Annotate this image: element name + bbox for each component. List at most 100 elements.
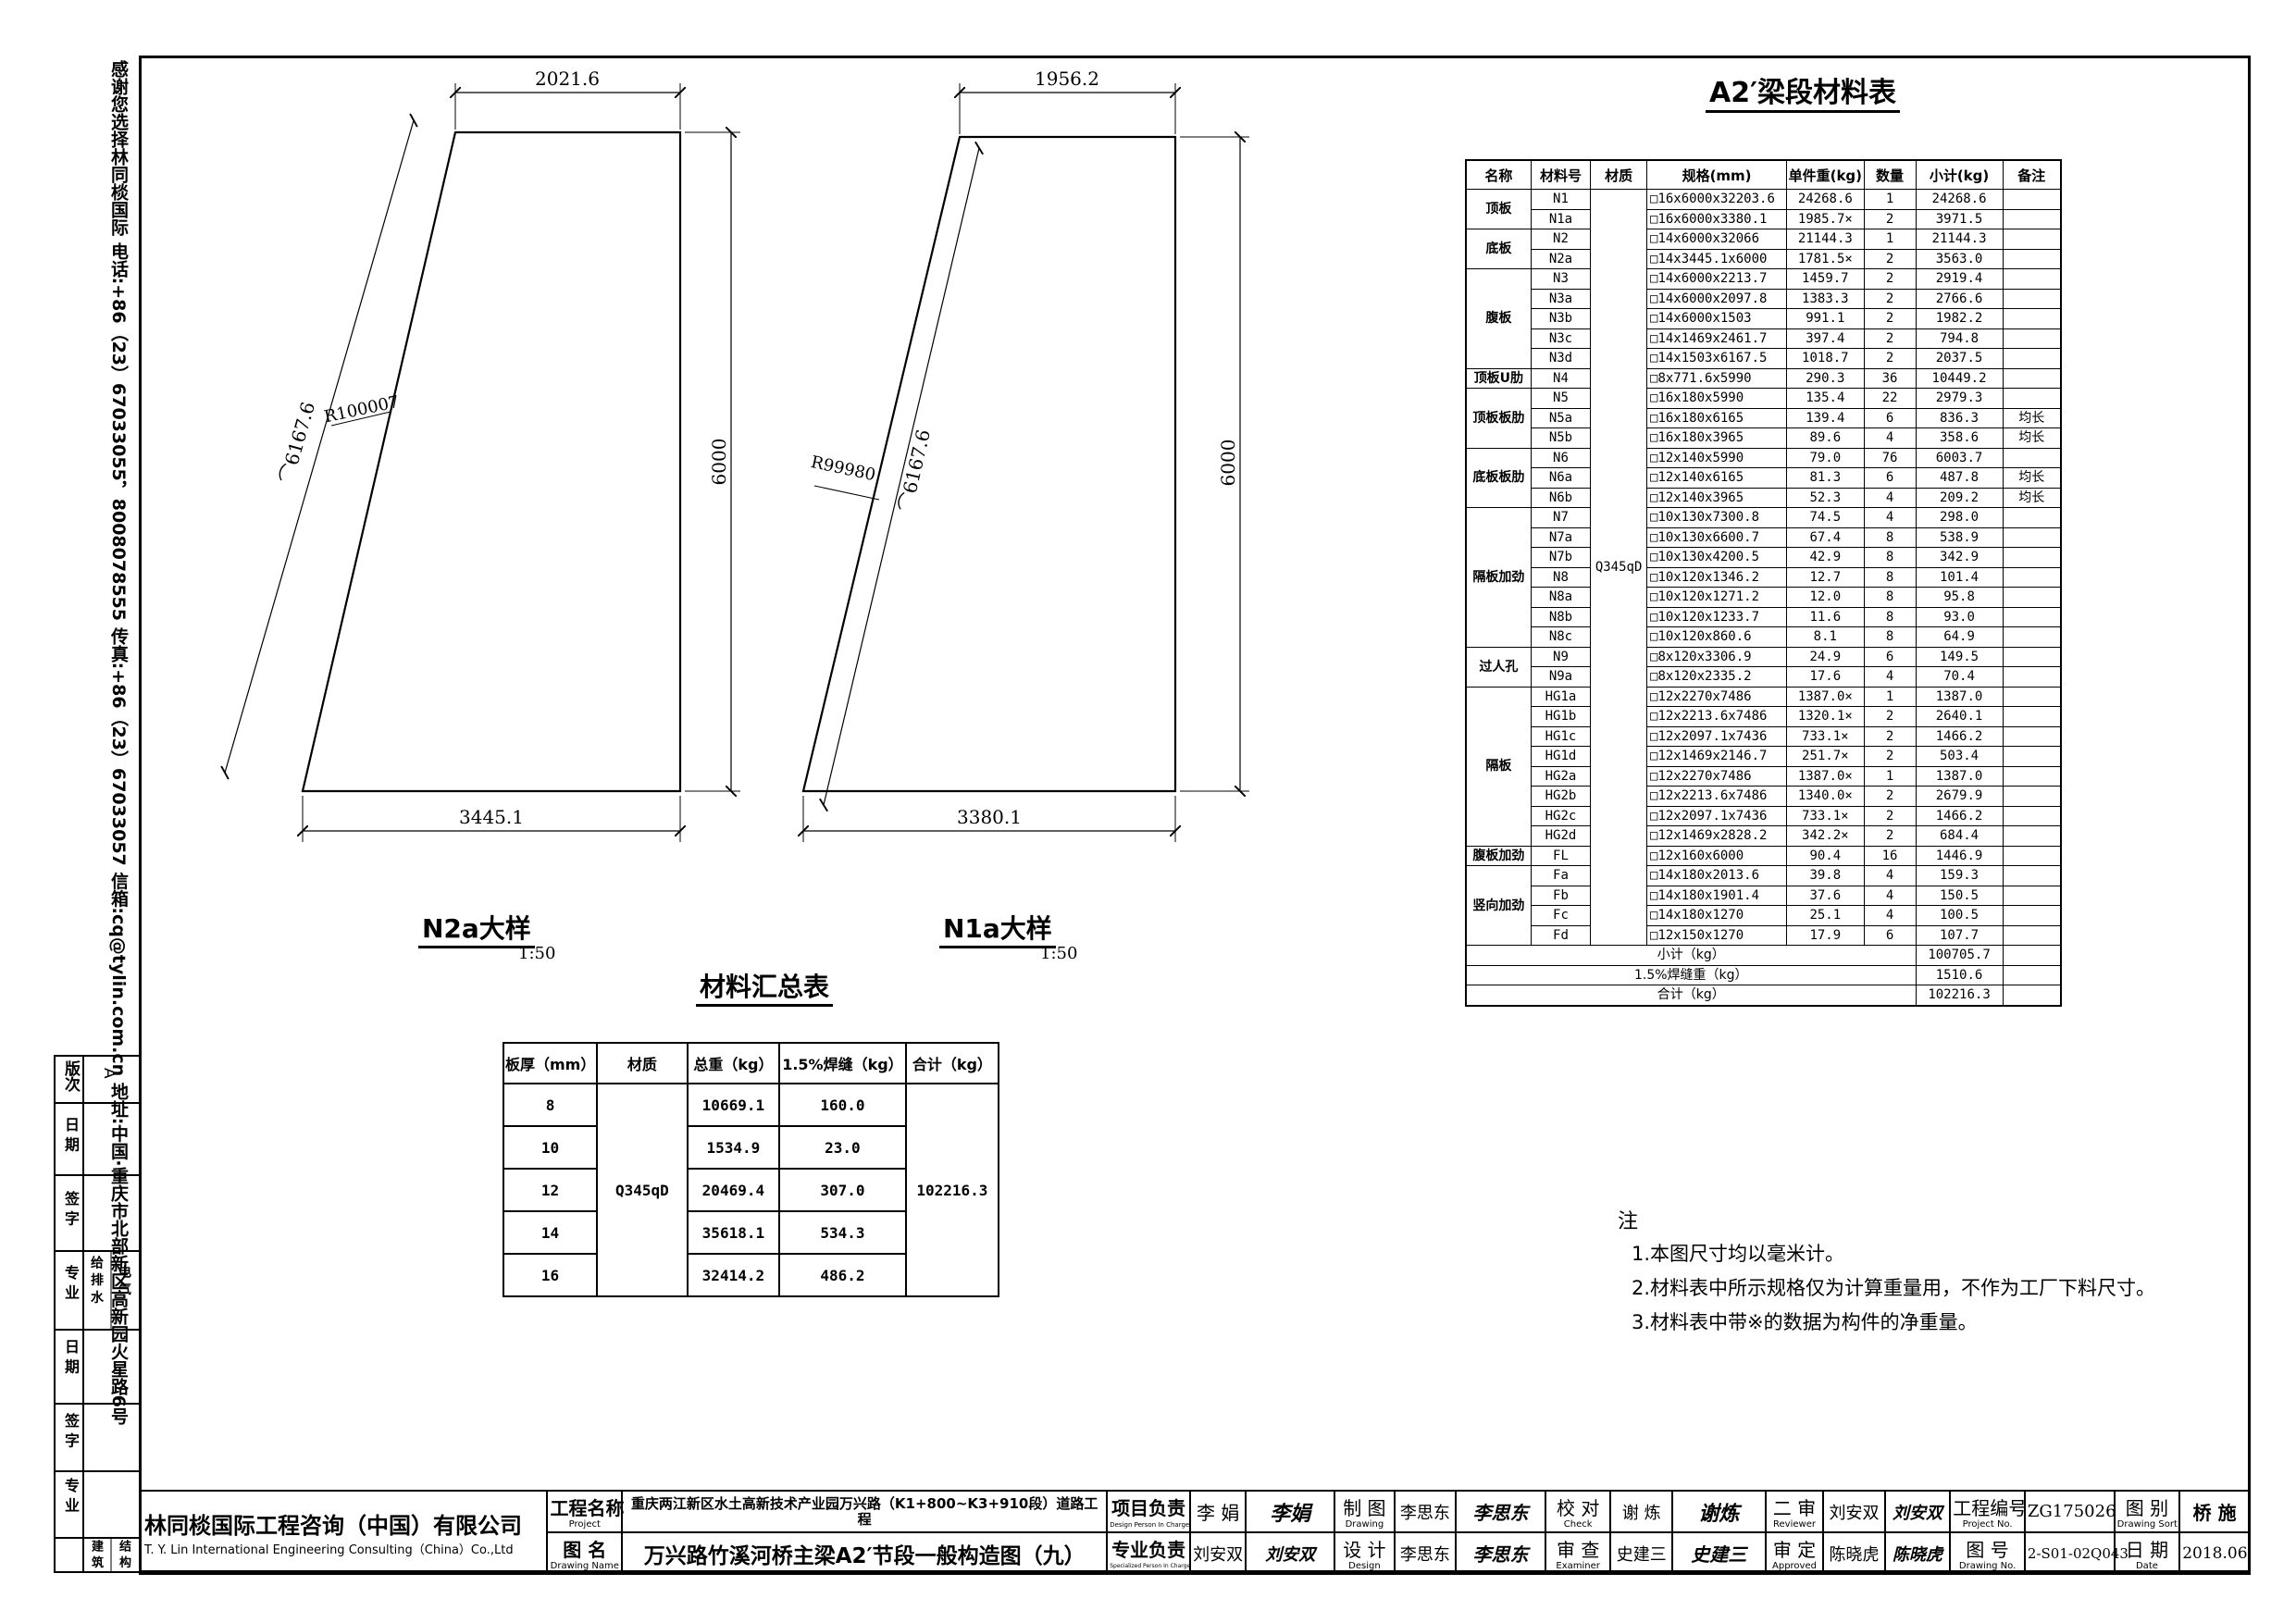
quantity: 1 — [1863, 765, 1917, 787]
remark: 均长 — [2002, 467, 2062, 489]
subtotal-weight: 342.9 — [1915, 547, 2004, 568]
material-header: 材质 — [1590, 159, 1648, 190]
review-signature: 刘安双 — [1883, 1490, 1952, 1533]
project-label: 工程名称 — [550, 1497, 625, 1519]
remark — [2002, 905, 2062, 926]
part-spec: □12x1469x2828.2 — [1646, 825, 1788, 847]
part-number: FL — [1530, 845, 1592, 866]
part-number: HG1c — [1530, 725, 1592, 747]
summary-cell: 8 — [502, 1083, 599, 1127]
summary-cell: 35618.1 — [686, 1210, 781, 1255]
unit-weight: 37.6 — [1786, 885, 1865, 906]
review-name: 刘安双 — [1822, 1490, 1886, 1533]
unit-weight: 135.4 — [1786, 388, 1865, 409]
quantity: 16 — [1863, 845, 1917, 866]
quantity: 2 — [1863, 786, 1917, 807]
subtotal-weight: 538.9 — [1915, 527, 2004, 548]
approve-label: 审 定 — [1772, 1539, 1817, 1561]
unit-weight: 74.5 — [1786, 507, 1865, 528]
group-name: 竖向加劲 — [1465, 865, 1532, 946]
total-row: 合计（kg）102216.3 — [1465, 985, 2062, 1006]
quantity: 6 — [1863, 407, 1917, 428]
subtotal-weight: 2679.9 — [1915, 786, 2004, 807]
subtotal-weight: 3971.5 — [1915, 208, 2004, 229]
remark — [2002, 686, 2062, 707]
remark — [2002, 924, 2062, 946]
quantity: 8 — [1863, 606, 1917, 627]
part-number: N6a — [1530, 467, 1592, 489]
remark — [2002, 189, 2062, 210]
remark — [2002, 646, 2062, 667]
part-number: N7b — [1530, 547, 1592, 568]
approve-label-en: Approved — [1772, 1561, 1817, 1571]
quantity: 6 — [1863, 924, 1917, 946]
group-name: 隔板加劲 — [1465, 507, 1532, 648]
check-label-en: Check — [1563, 1519, 1593, 1530]
part-spec: □14x6000x32066 — [1646, 229, 1788, 250]
remark — [2002, 765, 2062, 787]
remark — [2002, 666, 2062, 688]
quantity: 2 — [1863, 288, 1917, 309]
part-spec: □10x120x1233.7 — [1646, 606, 1788, 627]
n1a-plate — [803, 83, 1249, 842]
part-number: N3 — [1530, 268, 1592, 290]
spec-label: 专业负责 — [1111, 1539, 1186, 1561]
projno-label-en: Project No. — [1962, 1519, 2013, 1530]
total-value: 100705.7 — [1915, 945, 2004, 966]
summary-cell: 23.0 — [778, 1125, 907, 1170]
group-name: 底板 — [1465, 229, 1532, 269]
n2a-height-dim: 6000 — [708, 439, 730, 486]
subtotal-weight: 93.0 — [1915, 606, 2004, 627]
quantity: 2 — [1863, 825, 1917, 847]
company-name-en: T. Y. Lin International Engineering Cons… — [144, 1543, 514, 1557]
remark — [2002, 547, 2062, 568]
pm-label-en: Design Person In Charge — [1110, 1521, 1190, 1529]
total-row: 小计（kg）100705.7 — [1465, 945, 2062, 966]
quantity: 4 — [1863, 427, 1917, 449]
remark — [2002, 328, 2062, 349]
unit-weight: 991.1 — [1786, 308, 1865, 329]
n2a-detail-title: N2a大样 — [418, 909, 535, 948]
quantity: 8 — [1863, 626, 1917, 648]
part-spec: □12x140x5990 — [1646, 447, 1788, 468]
remark — [2002, 706, 2062, 727]
total-remark — [2002, 945, 2062, 966]
unit-weight: 12.0 — [1786, 587, 1865, 608]
summary-cell: 486.2 — [778, 1253, 907, 1297]
quantity: 1 — [1863, 189, 1917, 210]
unit-weight: 733.1× — [1786, 805, 1865, 826]
part-spec: □16x180x6165 — [1646, 407, 1788, 428]
part-number: HG2a — [1530, 765, 1592, 787]
part-number: N1 — [1530, 189, 1592, 210]
summary-cell: 10669.1 — [686, 1083, 781, 1127]
subtotal-weight: 95.8 — [1915, 587, 2004, 608]
design-signature: 李思东 — [1455, 1531, 1546, 1575]
quantity: 2 — [1863, 725, 1917, 747]
subtotal-weight: 159.3 — [1915, 865, 2004, 886]
part-spec: □10x120x860.6 — [1646, 626, 1788, 648]
drawing-label: 图 名 — [563, 1539, 607, 1561]
part-number: N9 — [1530, 646, 1592, 667]
subtotal-weight: 358.6 — [1915, 427, 2004, 449]
remark: 均长 — [2002, 487, 2062, 508]
unit-weight: 67.4 — [1786, 527, 1865, 548]
part-number: N5 — [1530, 388, 1592, 409]
summary-material: Q345qD — [596, 1083, 689, 1297]
project-label-en: Project — [568, 1519, 601, 1530]
remark — [2002, 447, 2062, 468]
review-label: 二 审 — [1772, 1497, 1817, 1519]
n1a-scale: 1:50 — [1040, 944, 1078, 963]
version-label: 版次 — [61, 1060, 80, 1092]
n2a-plate — [225, 83, 740, 842]
subtotal-weight: 1387.0 — [1915, 686, 2004, 707]
part-number: N3d — [1530, 348, 1592, 369]
drawing-number: 2-S01-02Q043 — [2023, 1531, 2128, 1575]
